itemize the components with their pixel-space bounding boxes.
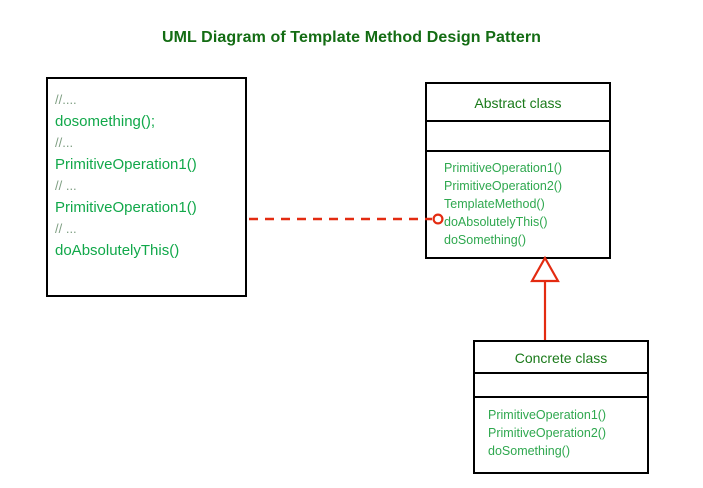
concrete-class-name-compartment: Concrete class: [475, 342, 647, 374]
method-item: PrimitiveOperation1(): [488, 408, 607, 422]
abstract-class-attributes-compartment: [427, 122, 609, 152]
method-item: doAbsolutelyThis(): [444, 215, 548, 229]
note-line: dosomething();: [55, 112, 156, 130]
abstract-class-box: Abstract class PrimitiveOperation1() Pri…: [425, 82, 611, 259]
method-item: doSomething(): [488, 444, 570, 458]
note-line: // ...: [55, 221, 77, 236]
method-item: doSomething(): [444, 233, 526, 247]
note-line: //....: [55, 92, 77, 107]
abstract-class-methods-compartment: PrimitiveOperation1() PrimitiveOperation…: [427, 152, 609, 249]
concrete-class-name: Concrete class: [514, 350, 608, 366]
abstract-class-name: Abstract class: [474, 95, 562, 111]
note-box: //.... dosomething(); //... PrimitiveOpe…: [46, 77, 247, 297]
page-title: UML Diagram of Template Method Design Pa…: [161, 29, 542, 46]
generalization-hollow-triangle-icon: [530, 255, 560, 283]
concrete-class-methods-compartment: PrimitiveOperation1() PrimitiveOperation…: [475, 398, 647, 460]
method-item: TemplateMethod(): [444, 197, 545, 211]
method-item: PrimitiveOperation2(): [488, 426, 607, 440]
method-item: PrimitiveOperation1(): [444, 161, 563, 175]
abstract-class-name-compartment: Abstract class: [427, 84, 609, 122]
concrete-class-attributes-compartment: [475, 374, 647, 398]
note-line: PrimitiveOperation1(): [55, 155, 197, 173]
note-line: //...: [55, 135, 74, 150]
note-line: PrimitiveOperation1(): [55, 198, 197, 216]
note-line: doAbsolutelyThis(): [55, 241, 180, 259]
method-item: PrimitiveOperation2(): [444, 179, 563, 193]
concrete-class-box: Concrete class PrimitiveOperation1() Pri…: [473, 340, 649, 474]
note-line: // ...: [55, 178, 77, 193]
